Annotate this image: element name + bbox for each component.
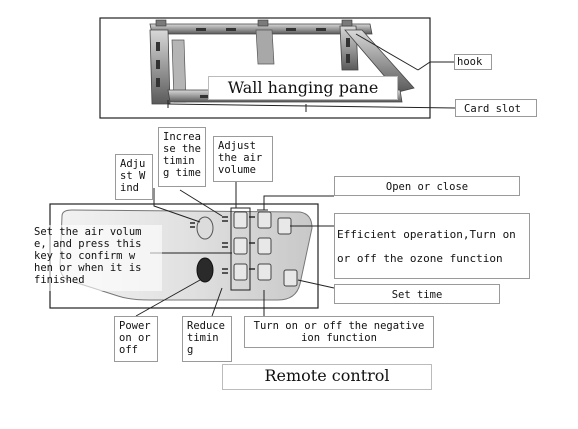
negative-ion-label: Turn on or off the negative ion function xyxy=(244,316,434,348)
open-close-label: Open or close xyxy=(334,176,520,196)
set-time-label: Set time xyxy=(334,284,500,304)
power-label: Power on or off xyxy=(114,316,158,362)
set-air-volume-label: Set the air volum e, and press this key … xyxy=(32,225,162,291)
adjust-wind-label: Adju st W ind xyxy=(115,154,153,200)
remote-control-caption: Remote control xyxy=(222,364,432,390)
wall-panel-illustration xyxy=(99,17,456,119)
adjust-air-volume-label: Adjust the air volume xyxy=(213,136,273,182)
increase-timing-label: Increa se the timin g time xyxy=(158,127,206,187)
card-slot-label: Card slot xyxy=(455,99,537,117)
efficient-operation-label: Efficient operation,Turn on or off the o… xyxy=(334,213,530,279)
hook-label: hook xyxy=(454,54,492,70)
reduce-timing-label: Reduce timin g xyxy=(182,316,232,362)
wall-panel-label: Wall hanging pane xyxy=(208,76,398,100)
